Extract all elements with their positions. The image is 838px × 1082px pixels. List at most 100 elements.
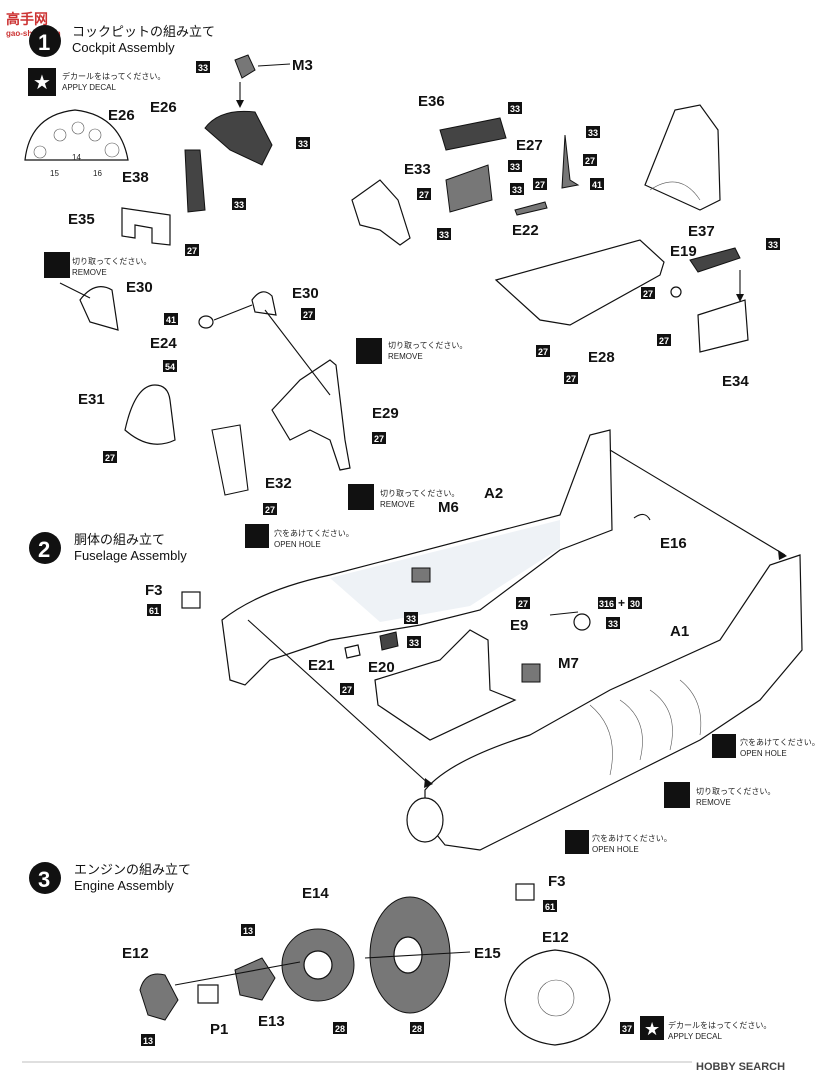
color-33-e22: 33 xyxy=(512,185,522,195)
part-e20 xyxy=(379,631,399,651)
part-seat-armor xyxy=(644,104,721,211)
color-27-a2: 27 xyxy=(518,599,528,609)
label-e13: E13 xyxy=(258,1013,285,1030)
part-rudder-pedals xyxy=(351,179,411,246)
step-3-badge xyxy=(29,862,61,894)
remove-note-en-4: REMOVE xyxy=(696,798,731,807)
label-e38: E38 xyxy=(122,169,149,186)
part-e22 xyxy=(514,201,548,216)
color-33-e20: 33 xyxy=(409,638,419,648)
label-e30-right: E30 xyxy=(292,285,319,302)
label-e26: E26 xyxy=(108,107,135,124)
part-e34 xyxy=(697,299,749,353)
label-e12-decal: E12 xyxy=(542,929,569,946)
color-54-e31: 54 xyxy=(165,362,175,372)
color-33-m3: 33 xyxy=(198,63,208,73)
part-a1-fuselage-right xyxy=(424,554,803,851)
color-13-e13: 13 xyxy=(243,926,253,936)
hole-note-jp-1: 穴をあけてください。 xyxy=(274,528,354,538)
color-33-e38: 33 xyxy=(234,200,244,210)
part-e36 xyxy=(439,117,507,151)
hole-icon-3 xyxy=(565,830,589,854)
instrument-panel-e26 xyxy=(24,109,129,161)
color-27-e21: 27 xyxy=(342,685,352,695)
label-e19: E19 xyxy=(670,243,697,260)
part-p1 xyxy=(197,984,219,1004)
part-e12-decal xyxy=(504,949,611,1046)
color-33-e36: 33 xyxy=(510,104,520,114)
remove-icon-3 xyxy=(348,484,374,510)
part-m7 xyxy=(521,663,541,683)
part-e19 xyxy=(670,286,682,298)
remove-note-en-1: REMOVE xyxy=(72,268,107,277)
hole-note-en-2: OPEN HOLE xyxy=(740,749,787,758)
color-316: 316 xyxy=(599,599,614,609)
remove-note-en-3: REMOVE xyxy=(380,500,415,509)
step-2-number: 2 xyxy=(38,537,50,562)
label-e22: E22 xyxy=(512,222,539,239)
part-e24 xyxy=(198,315,214,329)
part-e13 xyxy=(234,957,276,1001)
step-1-title-en: Cockpit Assembly xyxy=(72,40,175,55)
hole-note-en-3: OPEN HOLE xyxy=(592,845,639,854)
label-e20: E20 xyxy=(368,659,395,676)
label-m3: M3 xyxy=(292,57,313,74)
part-e21 xyxy=(344,644,361,659)
part-e32 xyxy=(211,424,249,496)
color-27-e19: 27 xyxy=(643,289,653,299)
label-a1: A1 xyxy=(670,623,689,640)
label-f3-upper: F3 xyxy=(145,582,163,599)
label-e9: E9 xyxy=(510,617,528,634)
step-3-title-en: Engine Assembly xyxy=(74,878,174,893)
color-33-e26: 33 xyxy=(298,139,308,149)
label-e15: E15 xyxy=(474,945,501,962)
decal-icon xyxy=(28,68,56,96)
color-27-e22: 27 xyxy=(535,180,545,190)
remove-note-jp-2: 切り取ってください。 xyxy=(388,341,467,350)
hole-note-jp-3: 穴をあけてください。 xyxy=(592,833,672,843)
label-e16: E16 xyxy=(660,535,687,552)
color-33-e33a: 33 xyxy=(510,162,520,172)
step-2-badge xyxy=(29,532,61,564)
label-e27: E27 xyxy=(516,137,543,154)
label-e30-left: E30 xyxy=(126,279,153,296)
label-e35: E35 xyxy=(68,211,95,228)
label-e28: E28 xyxy=(588,349,615,366)
color-27-e30: 27 xyxy=(303,310,313,320)
color-27-e32: 27 xyxy=(265,505,275,515)
part-e28-floor xyxy=(494,239,665,326)
color-27-e29: 27 xyxy=(374,434,384,444)
label-e33: E33 xyxy=(404,161,431,178)
color-27-e27: 27 xyxy=(585,156,595,166)
part-f3-upper xyxy=(181,591,201,609)
label-e14: E14 xyxy=(302,885,329,902)
color-33-e27: 33 xyxy=(588,128,598,138)
part-m6 xyxy=(411,567,431,583)
step-1-title-jp: コックピットの組み立て xyxy=(72,24,215,39)
remove-note-jp-4: 切り取ってください。 xyxy=(696,787,775,796)
watermark-footer: HOBBY SEARCH xyxy=(696,1061,785,1073)
part-e33 xyxy=(445,164,493,213)
step-2-title-jp: 胴体の組み立て xyxy=(74,532,165,547)
remove-note-en-2: REMOVE xyxy=(388,352,423,361)
watermark-top: 高手网 xyxy=(6,11,48,27)
step-3-title-jp: エンジンの組み立て xyxy=(74,862,191,877)
decal-note-jp-2: デカールをはってください。 xyxy=(668,1020,771,1030)
label-f3-lower: F3 xyxy=(548,873,566,890)
label-p1: P1 xyxy=(210,1021,228,1038)
color-33-e37: 33 xyxy=(768,240,778,250)
part-e31 xyxy=(124,384,176,445)
svg-text:★: ★ xyxy=(33,72,51,94)
part-e26-back xyxy=(204,110,273,166)
color-41-e27: 41 xyxy=(592,180,602,190)
label-e32: E32 xyxy=(265,475,292,492)
part-f3-lower xyxy=(515,883,535,901)
part-e27 xyxy=(561,134,580,189)
color-41-e24: 41 xyxy=(166,315,176,325)
remove-note-jp-1: 切り取ってください。 xyxy=(72,257,151,266)
decal-note-en-2: APPLY DECAL xyxy=(668,1032,723,1041)
part-e30-right xyxy=(251,291,277,316)
hole-icon-1 xyxy=(245,524,269,548)
label-m7: M7 xyxy=(558,655,579,672)
